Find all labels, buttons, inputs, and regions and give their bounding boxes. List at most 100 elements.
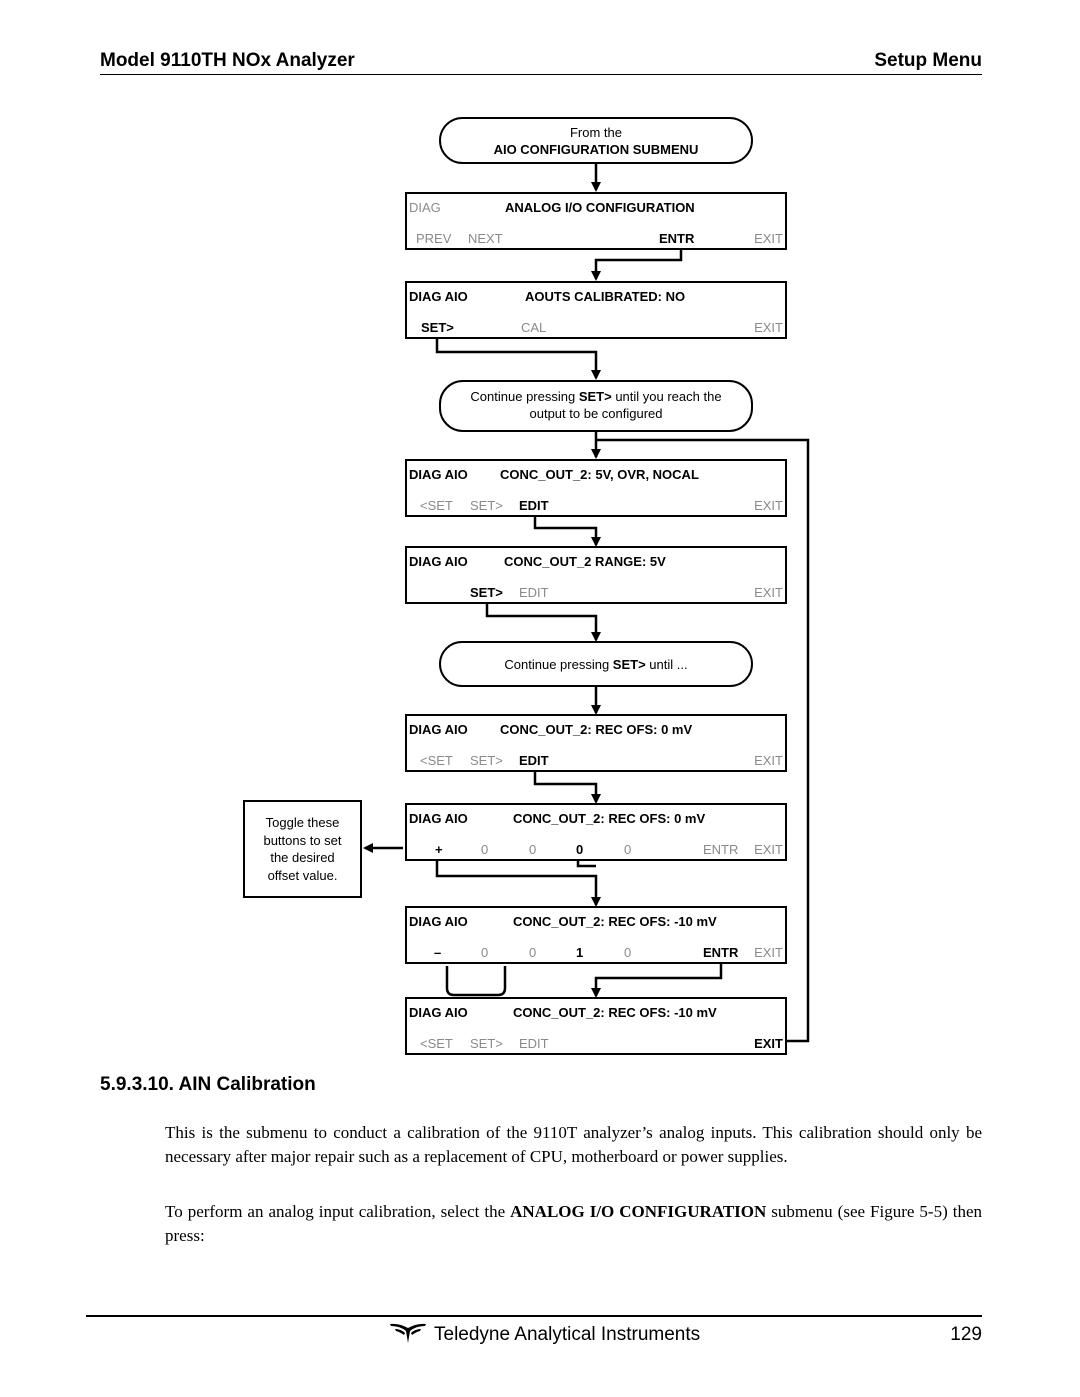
section-heading: 5.9.3.10. AIN Calibration — [100, 1074, 316, 1095]
note-line: Toggle these — [265, 815, 340, 830]
exit-button[interactable]: EXIT — [754, 753, 783, 768]
footer-company: Teledyne Analytical Instruments — [434, 1324, 701, 1345]
screen-mode: DIAG AIO — [409, 914, 468, 929]
exit-button[interactable]: EXIT — [754, 320, 783, 335]
entr-button[interactable]: ENTR — [703, 842, 739, 857]
instruction-text: Continue pressing — [504, 657, 613, 672]
instruction-key: SET> — [578, 389, 612, 404]
teledyne-logo-icon — [390, 1323, 426, 1343]
header-rule — [100, 74, 982, 75]
arrow-screen1-to-screen2 — [591, 250, 683, 281]
screen-mode: DIAG AIO — [409, 289, 468, 304]
arrow-screen7-to-screen8 — [591, 964, 723, 998]
set-next-button[interactable]: SET> — [470, 753, 503, 768]
entr-button[interactable]: ENTR — [659, 231, 695, 246]
set-next-button[interactable]: SET> — [470, 585, 503, 600]
screen-mode: DIAG AIO — [409, 554, 468, 569]
screen-mode: DIAG AIO — [409, 722, 468, 737]
display-screen-conc-out-2: DIAG AIO CONC_OUT_2: 5V, OVR, NOCAL <SET… — [405, 459, 787, 517]
screen-message: CONC_OUT_2 RANGE: 5V — [504, 554, 666, 569]
footer-rule — [86, 1315, 982, 1317]
arrow-screen2-to-oval2 — [435, 338, 601, 380]
instruction-line1: Continue pressing SET> until ... — [441, 656, 751, 673]
page-number: 129 — [950, 1324, 982, 1345]
arrow-plus-to-screen7 — [435, 856, 601, 907]
edit-button[interactable]: EDIT — [519, 498, 549, 513]
display-screen-analog-io-config: DIAG ANALOG I/O CONFIGURATION PREV NEXT … — [405, 192, 787, 250]
paragraph-text: To perform an analog input calibration, … — [165, 1202, 511, 1221]
edit-button[interactable]: EDIT — [519, 1036, 549, 1051]
digit-button[interactable]: 0 — [576, 842, 584, 857]
bracket-digits — [445, 966, 507, 997]
display-screen-rec-ofs-edit: DIAG AIO CONC_OUT_2: REC OFS: 0 mV + 0 0… — [405, 803, 787, 861]
digit-button[interactable]: 1 — [576, 945, 584, 960]
display-screen-rec-ofs-neg: DIAG AIO CONC_OUT_2: REC OFS: -10 mV – 0… — [405, 906, 787, 964]
arrow-screen3-to-screen4 — [533, 516, 601, 547]
loop-exit-return — [596, 438, 810, 1043]
start-oval: From the AIO CONFIGURATION SUBMENU — [439, 117, 753, 164]
arrow-screen5-to-screen6 — [533, 771, 601, 804]
screen-mode: DIAG AIO — [409, 467, 468, 482]
instruction-text: until ... — [645, 657, 688, 672]
set-prev-button[interactable]: <SET — [420, 498, 453, 513]
body-paragraph: This is the submenu to conduct a calibra… — [165, 1123, 982, 1166]
exit-button[interactable]: EXIT — [754, 945, 783, 960]
start-oval-line1: From the — [569, 125, 622, 140]
digit-button[interactable]: 0 — [529, 945, 537, 960]
toggle-note: Toggle these buttons to set the desired … — [243, 800, 362, 898]
screen-mode: DIAG — [409, 200, 441, 215]
screen-message: ANALOG I/O CONFIGURATION — [505, 200, 695, 215]
note-line: buttons to set — [263, 832, 342, 848]
paragraph-text: submenu (see Figure 5-5) then press: — [165, 1202, 982, 1245]
digit-button[interactable]: 0 — [624, 945, 632, 960]
instruction-text: Continue pressing — [470, 389, 579, 404]
digit-button[interactable]: 0 — [481, 842, 489, 857]
sign-toggle-button[interactable]: + — [435, 842, 443, 857]
screen-message: AOUTS CALIBRATED: NO — [525, 289, 686, 304]
exit-button[interactable]: EXIT — [754, 585, 783, 600]
display-screen-rec-ofs: DIAG AIO CONC_OUT_2: REC OFS: 0 mV <SET … — [405, 714, 787, 772]
display-screen-rec-ofs-final: DIAG AIO CONC_OUT_2: REC OFS: -10 mV <SE… — [405, 997, 787, 1055]
screen-mode: DIAG AIO — [409, 1005, 468, 1020]
instruction-text: until you reach the — [611, 389, 722, 404]
body-paragraph-instruction: To perform an analog input calibration, … — [165, 1200, 982, 1247]
instruction-key: SET> — [612, 657, 646, 672]
note-line: the desired — [270, 850, 335, 865]
digit-button[interactable]: 0 — [624, 842, 632, 857]
set-next-button[interactable]: SET> — [421, 320, 454, 335]
prev-button[interactable]: PREV — [416, 231, 452, 246]
set-prev-button[interactable]: <SET — [420, 753, 453, 768]
digit-button[interactable]: 0 — [481, 945, 489, 960]
instruction-oval-continue: Continue pressing SET> until you reach t… — [439, 380, 753, 432]
set-prev-button[interactable]: <SET — [420, 1036, 453, 1051]
instruction-line2: output to be configured — [529, 406, 663, 421]
note-line: offset value. — [267, 867, 338, 883]
arrow-screen4-to-oval3 — [485, 603, 601, 642]
edit-button[interactable]: EDIT — [519, 585, 549, 600]
cal-button[interactable]: CAL — [521, 320, 547, 335]
exit-button[interactable]: EXIT — [754, 1036, 783, 1051]
section-title: Setup Menu — [874, 50, 982, 71]
entr-button[interactable]: ENTR — [703, 945, 739, 960]
exit-button[interactable]: EXIT — [754, 231, 783, 246]
set-next-button[interactable]: SET> — [470, 498, 503, 513]
instruction-line1: Continue pressing SET> until you reach t… — [441, 388, 751, 405]
edit-button[interactable]: EDIT — [519, 753, 549, 768]
exit-button[interactable]: EXIT — [754, 498, 783, 513]
paragraph-emphasis: ANALOG I/O CONFIGURATION — [510, 1202, 767, 1221]
digit-button[interactable]: 0 — [529, 842, 537, 857]
instruction-oval-until: Continue pressing SET> until ... — [439, 641, 753, 687]
set-next-button[interactable]: SET> — [470, 1036, 503, 1051]
display-screen-aouts-calibrated: DIAG AIO AOUTS CALIBRATED: NO SET> CAL E… — [405, 281, 787, 339]
next-button[interactable]: NEXT — [468, 231, 503, 246]
sign-toggle-button[interactable]: – — [434, 945, 442, 960]
document-title: Model 9110TH NOx Analyzer — [100, 50, 355, 71]
screen-message: CONC_OUT_2: REC OFS: 0 mV — [513, 811, 706, 826]
screen-message: CONC_OUT_2: 5V, OVR, NOCAL — [500, 467, 699, 482]
screen-message: CONC_OUT_2: REC OFS: -10 mV — [513, 1005, 717, 1020]
screen-message: CONC_OUT_2: REC OFS: 0 mV — [500, 722, 693, 737]
exit-button[interactable]: EXIT — [754, 842, 783, 857]
start-oval-line2: AIO CONFIGURATION SUBMENU — [493, 142, 699, 157]
screen-mode: DIAG AIO — [409, 811, 468, 826]
display-screen-range: DIAG AIO CONC_OUT_2 RANGE: 5V SET> EDIT … — [405, 546, 787, 604]
